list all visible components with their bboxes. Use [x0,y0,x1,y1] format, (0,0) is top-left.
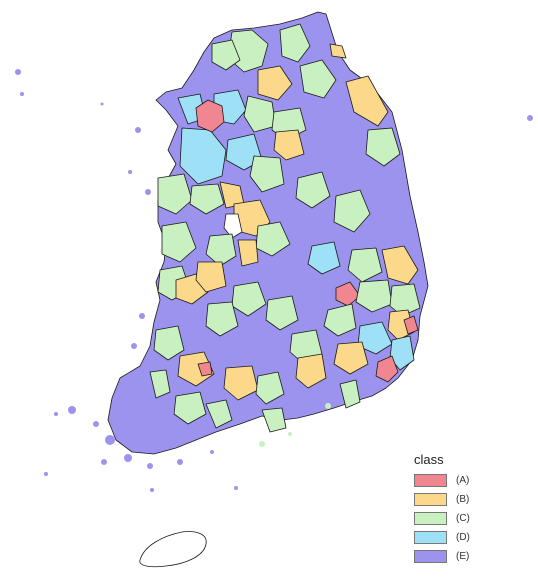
region [205,301,239,337]
legend-label: (E) [456,551,470,562]
region [223,365,259,401]
island [150,488,154,492]
region [295,171,331,209]
island [527,115,533,121]
island [93,421,99,427]
region [339,379,361,409]
island [100,102,104,106]
region [345,75,389,127]
island [288,432,292,436]
region [333,341,369,375]
region [189,183,225,215]
map-legend: class (A) (B) (C) (D) (E) [414,452,524,566]
region [249,155,285,193]
region [161,221,197,263]
region [299,59,337,99]
region [195,261,227,293]
region [365,127,401,167]
island [139,313,145,319]
island [54,412,58,416]
region [223,213,243,239]
legend-title: class [414,452,444,467]
region [255,371,285,405]
region [329,43,347,59]
region [149,369,171,399]
legend-item-e: (E) [414,547,524,566]
jeju-island [139,531,207,568]
legend-item-d: (D) [414,528,524,547]
region [295,353,327,389]
island [15,69,21,75]
region [205,399,233,429]
region [335,281,361,307]
region [403,315,419,335]
region [273,129,305,161]
region [257,65,293,101]
legend-swatch [414,512,447,525]
island [105,435,115,445]
island [259,441,265,447]
region [195,99,225,133]
island [234,486,238,490]
island [124,454,132,462]
island [20,92,24,96]
legend-label: (B) [456,494,470,505]
legend-item-a: (A) [414,471,524,490]
region [333,189,371,233]
region [347,247,383,283]
region [243,95,277,133]
island [210,450,214,454]
legend-swatch [414,550,447,563]
region [381,245,419,285]
island [145,189,151,195]
region [173,391,207,425]
island [44,472,48,476]
island [135,127,141,133]
island [68,406,76,414]
region [307,241,341,275]
legend-label: (D) [456,532,470,543]
legend-label: (A) [456,475,470,486]
region [279,23,311,63]
legend-swatch [414,531,447,544]
region [211,39,241,71]
island [101,459,107,465]
legend-item-c: (C) [414,509,524,528]
region [157,173,193,215]
region [205,233,237,267]
region [261,407,287,433]
legend-swatch [414,493,447,506]
region [323,303,357,337]
island [147,463,153,469]
region [237,239,259,267]
region [355,279,393,313]
region [389,283,421,317]
region [265,295,299,331]
legend-swatch [414,474,447,487]
region [197,361,213,377]
island [131,343,137,349]
island [177,459,183,465]
region [375,355,399,383]
island [325,403,331,409]
region [389,335,415,371]
island [128,170,132,174]
legend-item-b: (B) [414,490,524,509]
region [177,351,215,387]
legend-label: (C) [456,513,470,524]
region [153,325,185,361]
